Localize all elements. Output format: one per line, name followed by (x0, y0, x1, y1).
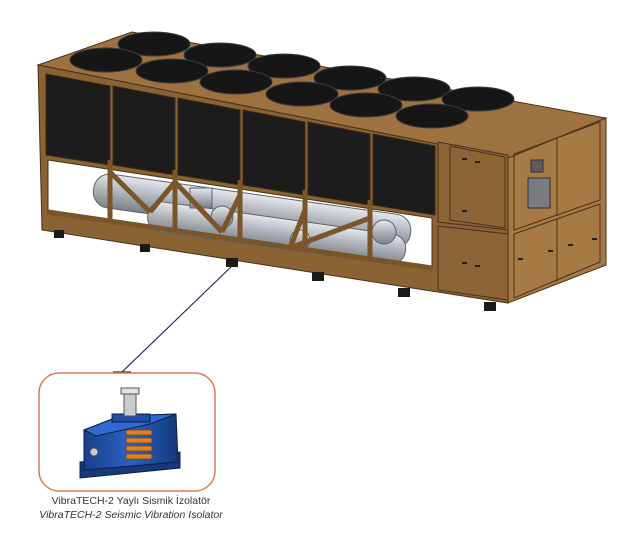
condenser-coils (45, 73, 436, 216)
isolator-bolt (123, 391, 137, 417)
control-panel-display (530, 159, 544, 173)
spring-isolator (79, 387, 181, 479)
caption-turkish: VibraTECH-2 Yaylı Sismik İzolatör (51, 495, 211, 507)
isolator-spring (125, 429, 153, 460)
door-handles (462, 158, 597, 267)
frame-braces (47, 160, 433, 271)
control-panel-box (527, 177, 551, 209)
condenser-fans (69, 31, 515, 129)
leader-line (121, 265, 233, 373)
isolator-adjust-bolt (89, 447, 99, 457)
end-panels (513, 121, 601, 299)
chiller-feet (54, 230, 496, 311)
chiller-unit (36, 31, 608, 311)
caption-english: VibraTECH-2 Seismic Vibration Isolator (39, 509, 223, 521)
control-cabinet (437, 141, 509, 301)
